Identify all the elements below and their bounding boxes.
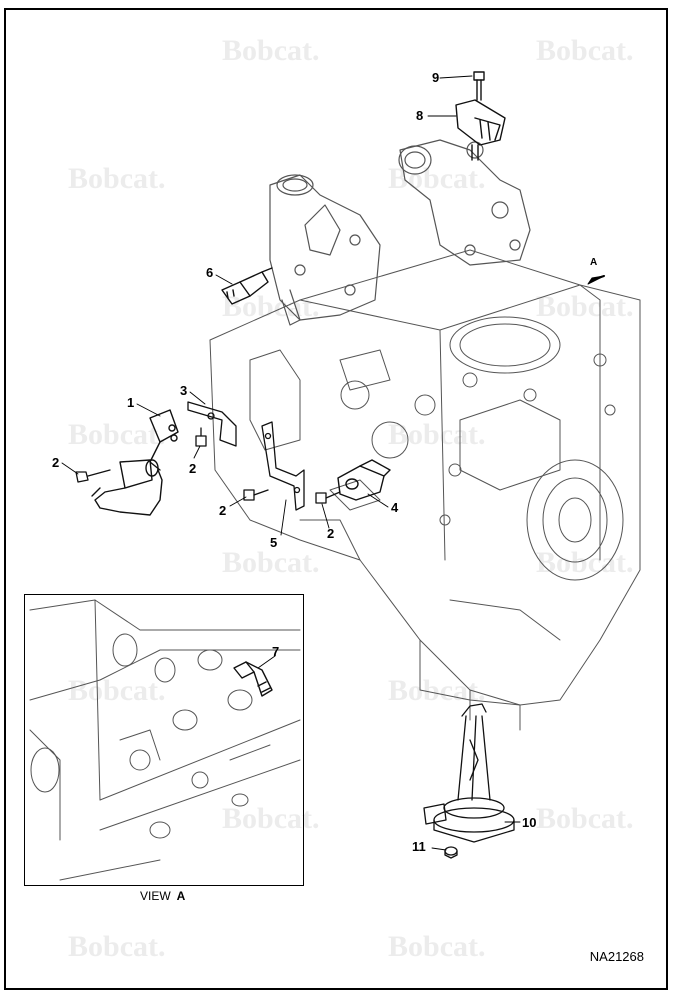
- thermostat-housing: [269, 174, 381, 326]
- watermark: Bobcat.: [222, 546, 320, 579]
- part-3-bracket: [187, 401, 237, 447]
- callout-10: 10: [522, 815, 537, 830]
- watermark: Bobcat.: [536, 802, 634, 835]
- watermark: Bobcat.: [68, 674, 166, 707]
- drawing-frame: [4, 8, 668, 990]
- watermark: Bobcat.: [388, 930, 486, 963]
- callout-2: 2: [219, 503, 227, 518]
- part-11-nut: [444, 846, 458, 859]
- callout-8: 8: [416, 108, 424, 123]
- callout-2: 2: [327, 526, 335, 541]
- callout-3: 3: [180, 383, 188, 398]
- part-6-temperature-sensor: [221, 267, 273, 305]
- callout-9: 9: [432, 70, 440, 85]
- callout-2: 2: [189, 461, 197, 476]
- part-1-speed-sensor: [91, 409, 179, 516]
- watermark: Bobcat.: [222, 290, 320, 323]
- callout-5: 5: [270, 535, 278, 550]
- direction-marker-label: A: [590, 257, 598, 268]
- watermark: Bobcat.: [388, 418, 486, 451]
- part-7-pressure-switch: [233, 661, 273, 697]
- coolant-outlet-housing: [398, 139, 531, 266]
- part-9-bolt: [473, 71, 485, 101]
- view-direction-arrow: [587, 275, 605, 285]
- part-2-bolts: [75, 427, 341, 504]
- part-10-oil-level-sensor: [423, 703, 515, 843]
- figure-id: NA21268: [589, 949, 644, 964]
- watermark: Bobcat.: [388, 674, 486, 707]
- watermark: Bobcat.: [222, 34, 320, 67]
- view-a-inset-frame: [24, 594, 304, 886]
- callout-7: 7: [272, 644, 280, 659]
- part-4-position-sensor: [337, 459, 391, 501]
- callout-2: 2: [52, 455, 60, 470]
- view-label: VIEW A: [140, 889, 185, 903]
- watermark: Bobcat.: [536, 290, 634, 323]
- view-a-inset-artwork: [29, 599, 301, 881]
- view-label-prefix: VIEW: [140, 889, 171, 903]
- watermark: Bobcat.: [68, 930, 166, 963]
- callout-6: 6: [206, 265, 214, 280]
- view-label-letter: A: [176, 889, 186, 903]
- leader-lines: [61, 75, 521, 851]
- watermark: Bobcat.: [68, 418, 166, 451]
- engine-block: [209, 249, 641, 731]
- watermark: Bobcat.: [536, 34, 634, 67]
- part-8-pressure-sensor: [455, 99, 506, 161]
- callout-11: 11: [412, 839, 426, 854]
- watermark: Bobcat.: [68, 162, 166, 195]
- callout-4: 4: [391, 500, 399, 515]
- callout-1: 1: [127, 395, 135, 410]
- part-5-bracket: [261, 421, 305, 511]
